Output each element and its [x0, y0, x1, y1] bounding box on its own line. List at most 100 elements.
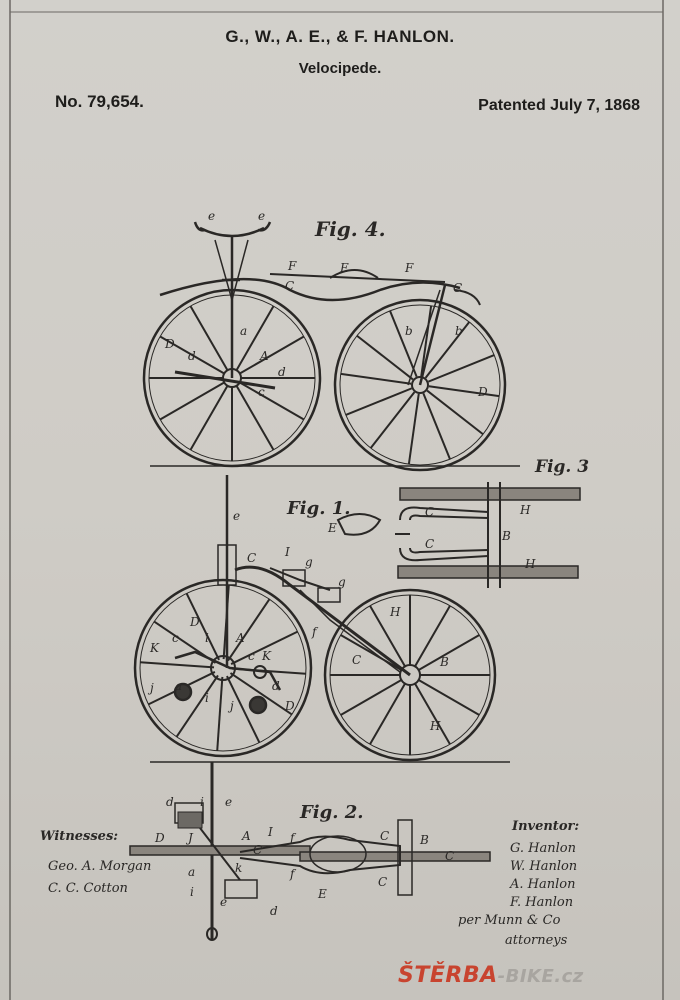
svg-text:C: C: [425, 537, 434, 551]
svg-text:E: E: [317, 887, 327, 901]
fig-1-drawing: [133, 475, 510, 763]
svg-text:A: A: [235, 631, 245, 645]
inventor-signature-1: G. Hanlon: [510, 841, 576, 856]
svg-text:a: a: [240, 324, 247, 338]
svg-text:B: B: [419, 833, 429, 847]
wheel-spoke: [422, 392, 451, 460]
inventor-signature-2: W. Hanlon: [510, 859, 577, 874]
wheel-spoke: [226, 675, 261, 744]
svg-text:f: f: [311, 625, 319, 639]
watermark-suffix: -BIKE.cz: [497, 966, 584, 987]
watermark-brand: ŠTĚRBA: [398, 963, 498, 988]
fig-3-caption: Fig. 3: [534, 457, 589, 477]
svg-text:d: d: [166, 795, 174, 809]
svg-text:C: C: [380, 829, 389, 843]
wheel-spoke: [427, 354, 495, 383]
svg-text:c: c: [248, 649, 255, 663]
wheel-spoke: [428, 385, 500, 398]
wheel-spoke: [426, 389, 484, 436]
wheel-spoke: [227, 598, 271, 662]
svg-text:I: I: [267, 825, 273, 839]
svg-text:e: e: [225, 795, 232, 809]
inventor-signature-4: F. Hanlon: [509, 895, 573, 910]
fig-2-frame: [174, 802, 413, 899]
svg-text:D: D: [154, 831, 165, 845]
svg-text:F: F: [287, 259, 297, 273]
svg-text:B: B: [439, 655, 449, 669]
patent-number: No. 79,654.: [55, 92, 144, 111]
svg-text:C: C: [453, 281, 462, 295]
svg-text:a: a: [188, 865, 195, 879]
fig-2-caption: Fig. 2.: [299, 802, 364, 823]
svg-text:D: D: [477, 385, 488, 399]
svg-text:d: d: [272, 679, 280, 693]
patent-date: Patented July 7, 1868: [478, 97, 640, 114]
svg-text:i: i: [200, 795, 204, 809]
svg-text:d: d: [278, 365, 286, 379]
attorneys-label: attorneys: [505, 933, 568, 948]
inventor-signature-3: A. Hanlon: [509, 877, 575, 892]
wheel-spoke: [230, 630, 299, 665]
svg-text:D: D: [284, 699, 295, 713]
svg-text:C: C: [253, 843, 262, 857]
wheel-spoke: [369, 682, 407, 745]
wheel-spoke: [159, 381, 225, 421]
svg-text:K: K: [261, 649, 272, 663]
svg-text:H: H: [429, 719, 441, 733]
svg-text:e: e: [208, 209, 215, 223]
witnesses-label: Witnesses:: [40, 829, 118, 844]
wheel-spoke: [369, 605, 407, 668]
witness-signature-2: C. C. Cotton: [48, 881, 128, 896]
wheel-spoke: [417, 678, 480, 716]
fig-4-caption: Fig. 4.: [314, 217, 386, 241]
fig-1-rear-wheel: [323, 588, 497, 762]
fig-1-front-wheel: [133, 578, 313, 758]
svg-text:E: E: [327, 521, 337, 535]
svg-text:H: H: [389, 605, 401, 619]
wheel-spoke: [140, 661, 215, 669]
wheel-spoke: [356, 334, 414, 381]
wheel-spoke: [420, 305, 433, 377]
fig-1-frame: [173, 475, 411, 715]
svg-text:i: i: [190, 885, 194, 899]
wheel-spoke: [413, 605, 451, 668]
svg-text:e: e: [220, 895, 227, 909]
wheel-spoke: [229, 672, 293, 716]
wheel-spoke: [189, 385, 229, 451]
wheel-spoke: [389, 310, 418, 378]
wheel-spoke: [345, 387, 413, 416]
svg-text:C: C: [247, 551, 256, 565]
svg-text:b: b: [405, 324, 413, 338]
svg-text:D: D: [189, 615, 200, 629]
wheel-spoke: [413, 682, 451, 745]
svg-text:e: e: [233, 509, 240, 523]
svg-text:j: j: [147, 681, 154, 695]
svg-text:J: J: [185, 831, 194, 845]
fig-4-frame: [159, 221, 481, 390]
svg-text:i: i: [205, 631, 209, 645]
svg-text:c: c: [172, 631, 179, 645]
svg-text:d: d: [270, 904, 278, 918]
wheel-spoke: [340, 634, 403, 672]
svg-text:a: a: [175, 679, 182, 693]
svg-text:e: e: [258, 209, 265, 223]
wheel-spoke: [239, 381, 305, 421]
watermark-logo: ŠTĚRBA-BIKE.cz: [398, 963, 584, 988]
fig-2-drawing: [129, 762, 491, 941]
svg-text:b: b: [455, 324, 463, 338]
svg-text:j: j: [227, 699, 234, 713]
svg-text:A: A: [259, 349, 269, 363]
wheel-spoke: [239, 335, 305, 375]
svg-text:C: C: [378, 875, 387, 889]
svg-text:i: i: [205, 691, 209, 705]
wheel-spoke: [235, 305, 275, 371]
wheel-spoke: [407, 393, 420, 465]
svg-text:c: c: [258, 385, 265, 399]
wheel-spoke: [235, 385, 275, 451]
svg-text:B: B: [501, 529, 511, 543]
svg-text:I: I: [284, 545, 290, 559]
per-attorneys-signature: per Munn & Co: [458, 913, 561, 928]
